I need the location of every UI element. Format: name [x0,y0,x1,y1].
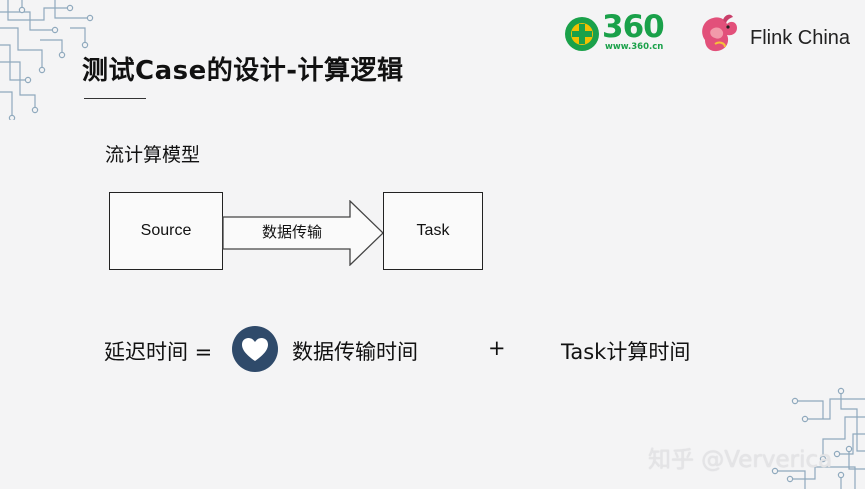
task-label: Task [416,222,450,239]
360-logo-icon [565,17,599,51]
transfer-time-term: 数据传输时间 [292,340,418,364]
flink-squirrel-icon [702,14,737,52]
circuit-decoration-top-left-icon [0,0,94,120]
source-label: Source [140,222,192,239]
heart-icon [232,326,278,372]
watermark: 知乎 @Ververica [648,447,833,473]
brand-360-url: www.360.cn [605,42,664,52]
source-box: Source [109,192,223,270]
brand-360-number: 360 [602,9,665,45]
title-underline [84,98,146,99]
latency-term: 延迟时间 = [104,340,213,364]
task-box: Task [383,192,483,270]
arrow-icon [222,200,384,266]
section-subtitle: 流计算模型 [105,144,201,166]
flink-china-brand: Flink China [750,27,851,49]
brand-360-logo: 360 www.360.cn [562,9,674,55]
arrow-label: 数据传输 [262,223,323,241]
plus-sign: + [488,336,506,360]
page-title: 测试Case的设计-计算逻辑 [82,56,404,86]
circuit-decoration-bottom-right-icon [771,387,865,489]
compute-time-term: Task计算时间 [561,340,691,364]
